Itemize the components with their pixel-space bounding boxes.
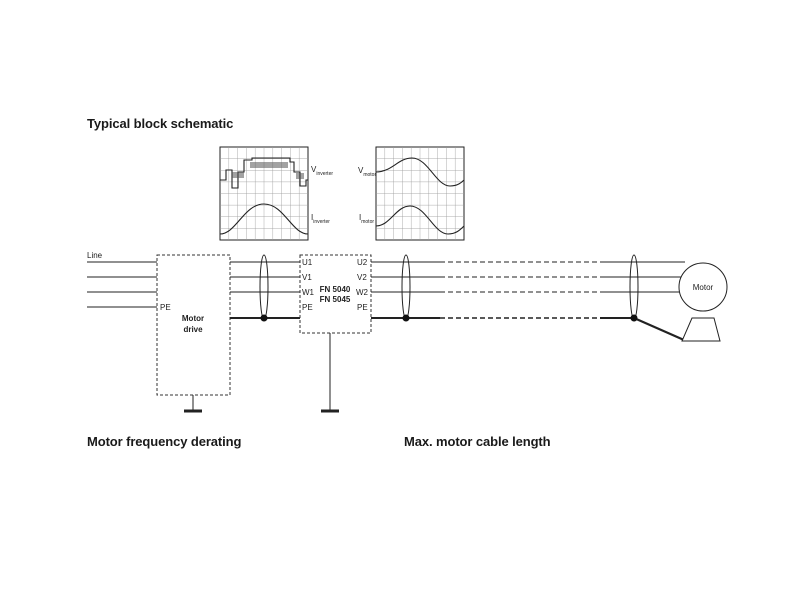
line-label: Line [87,251,103,260]
scope-inverter-v-label: Vinverter [311,165,333,177]
heading-max-motor-cable-length: Max. motor cable length [404,434,551,449]
scope-inverter-i-label: Iinverter [311,213,330,225]
filter-model-line1: FN 5040 [320,285,351,294]
output-filter: U1 V1 W1 PE U2 V2 W2 PE FN 5040 FN 5045 [299,254,372,413]
inverter-current-trace [219,203,309,235]
motor-current-trace [375,205,465,235]
motor-drive-pe-label: PE [160,303,171,312]
filter-terminal-u1: U1 [302,258,313,267]
scope-motor-grid [376,147,464,240]
motor-drive: PE Motor drive [156,254,231,413]
motor-drive-label-line2: drive [183,325,203,334]
filter-model-line2: FN 5045 [320,295,351,304]
motor-label: Motor [693,283,714,292]
cable-a-shield-ground-dot [260,314,268,322]
motor-drive-label-line1: Motor [182,314,204,323]
motor-voltage-trace [375,157,465,187]
filter-terminal-v1: V1 [302,273,312,282]
cable-a-shield [259,254,269,320]
filter-terminal-pe-out: PE [357,303,368,312]
cable-b-shield-end-ground-dot [630,314,638,322]
cable-b-shield-end [629,254,639,320]
motor: Motor [678,262,728,342]
scope-motor-i-label: Imotor [359,213,374,225]
filter-box [299,254,372,334]
filter-to-motor-cable [371,254,685,342]
motor-pe-bond [633,316,685,342]
scope-motor: Vmotor Imotor [358,146,465,241]
filter-terminal-u2: U2 [357,258,368,267]
motor-body [678,262,728,312]
motor-drive-box [156,254,231,396]
motor-base [681,317,721,342]
scope-inverter: Vinverter Iinverter [219,146,333,241]
heading-motor-frequency-derating: Motor frequency derating [87,434,242,449]
filter-terminal-pe-in: PE [302,303,313,312]
inverter-pwm-band [232,162,304,179]
cable-b-shield-start-ground-dot [402,314,410,322]
line-input: Line [87,251,157,308]
filter-terminal-w2: W2 [356,288,369,297]
filter-terminal-w1: W1 [302,288,315,297]
scope-motor-v-label: Vmotor [358,166,376,178]
heading-typical-block-schematic: Typical block schematic [87,116,234,131]
cable-b-shield-start [401,254,411,320]
drive-to-filter-cable [230,254,300,322]
filter-terminal-v2: V2 [357,273,367,282]
